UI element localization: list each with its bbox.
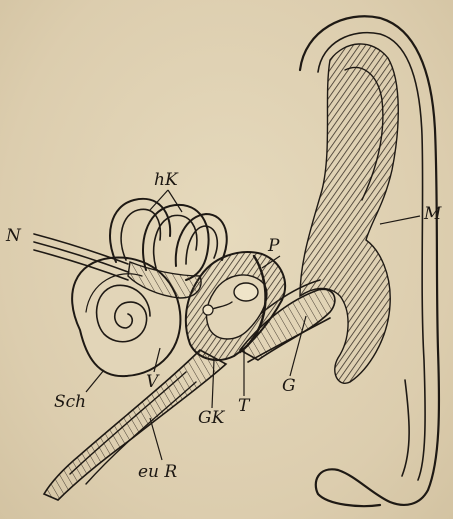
label-ossicles: P xyxy=(268,238,279,255)
label-nerve: N xyxy=(6,228,21,245)
label-semicircular-canals: hK xyxy=(154,172,178,189)
label-cochlea: Sch xyxy=(54,394,86,411)
label-eustachian-tube: eu R xyxy=(138,464,177,481)
label-tympanic-cavity: GK xyxy=(198,410,224,427)
label-tympanum: T xyxy=(238,398,249,415)
label-vestibule: V xyxy=(146,374,158,391)
label-ear-canal: G xyxy=(282,378,296,395)
label-auricle: M xyxy=(424,206,441,223)
auricle xyxy=(300,16,439,506)
